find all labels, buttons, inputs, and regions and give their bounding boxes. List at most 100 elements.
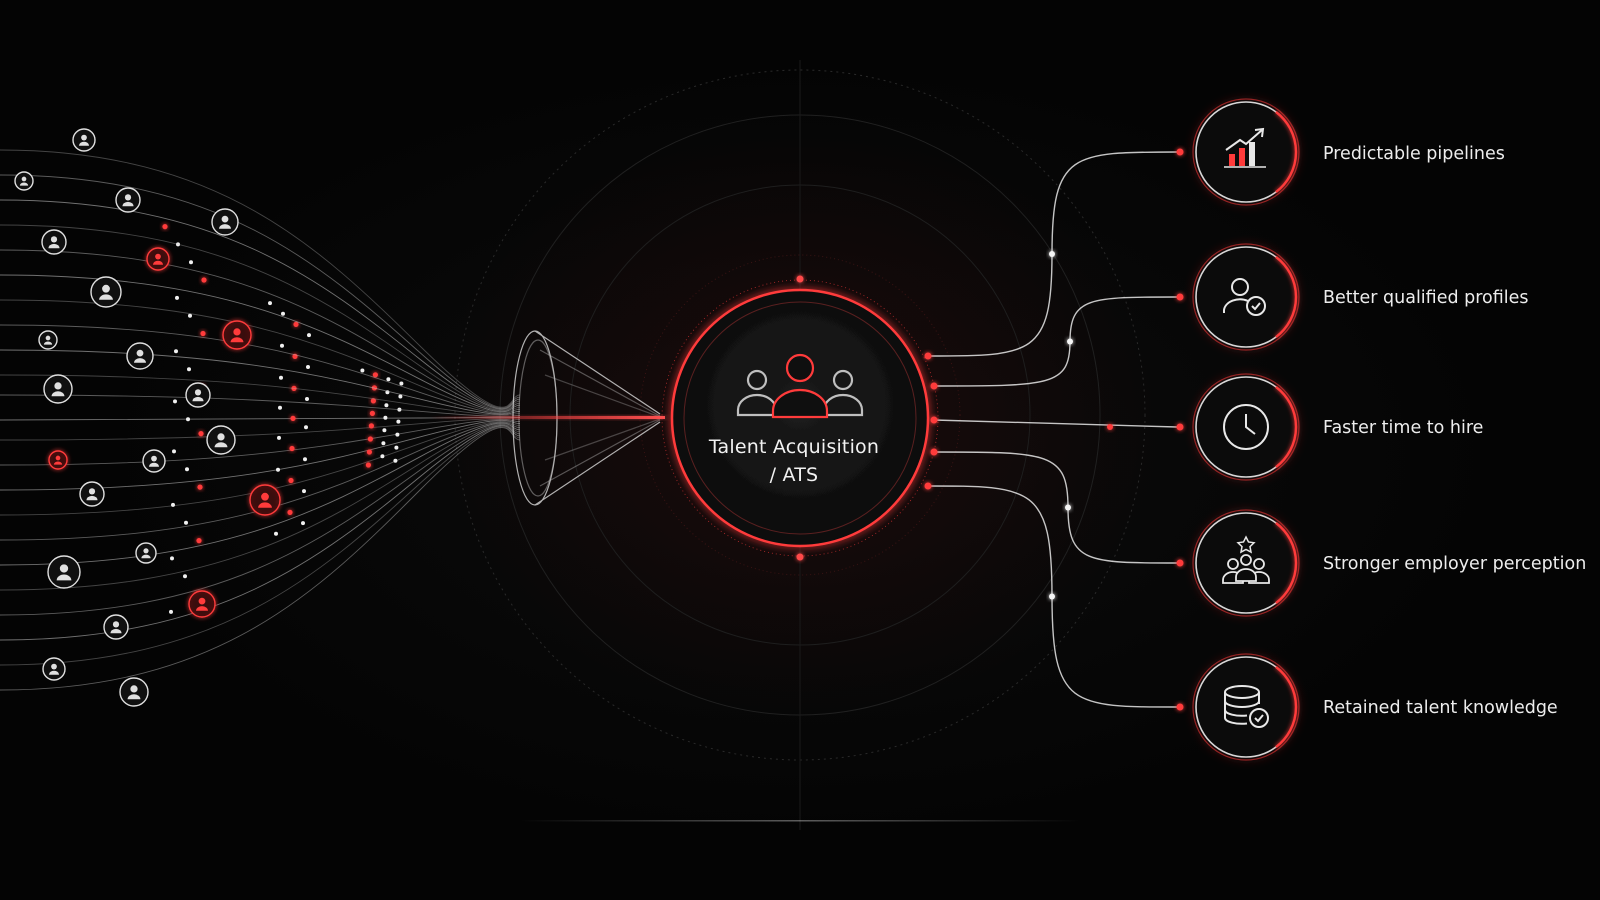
- connector-dot: [1176, 559, 1184, 567]
- flow-line: [0, 425, 521, 641]
- output-connector-line: [933, 296, 1178, 387]
- flow-particle: [365, 462, 371, 468]
- candidate-avatar-icon: [38, 330, 58, 350]
- hub-title-line1: Talent Acquisition: [708, 436, 880, 458]
- candidate-avatar-icon: [126, 342, 154, 370]
- flow-particle: [305, 397, 309, 401]
- team-star-icon: [1222, 535, 1270, 584]
- flow-particle: [268, 301, 272, 306]
- flow-particle: [183, 574, 187, 579]
- connector-dot: [1049, 593, 1055, 600]
- flow-particle: [396, 419, 401, 424]
- flow-line: [0, 427, 521, 691]
- benefit-node: [1192, 509, 1300, 617]
- flow-particle: [175, 295, 179, 300]
- input-beam: [430, 416, 665, 419]
- flow-particle: [369, 410, 375, 416]
- flow-particle: [276, 467, 280, 472]
- flow-particle: [196, 538, 202, 544]
- flow-particle: [287, 509, 293, 515]
- flow-particle: [186, 417, 190, 422]
- benefit-label-better-qualified-profiles: Better qualified profiles: [1323, 288, 1529, 308]
- connector-dot: [930, 416, 938, 424]
- flow-particle: [170, 556, 174, 561]
- database-check-icon: [1224, 685, 1269, 728]
- people-group-icon: [736, 353, 864, 419]
- candidate-avatar-icon: [211, 208, 239, 236]
- connector-dot: [1067, 338, 1073, 345]
- connector-dot: [930, 448, 938, 456]
- connector-dot: [1176, 148, 1184, 156]
- flow-line: [0, 199, 521, 410]
- flow-particle: [188, 313, 192, 318]
- candidate-avatar-icon: [142, 449, 166, 473]
- flow-particle: [380, 454, 385, 459]
- output-connectors: [924, 148, 1184, 711]
- candidate-avatar-icon: [41, 229, 67, 255]
- hub-title: Talent Acquisition / ATS: [660, 433, 928, 489]
- output-connector-line: [933, 451, 1178, 564]
- flow-particle: [288, 477, 294, 484]
- flow-line: [0, 423, 521, 591]
- candidate-avatar-icon: [188, 590, 216, 618]
- connector-dot: [930, 382, 938, 390]
- flow-particle: [279, 375, 283, 380]
- flow-particle: [301, 521, 305, 526]
- candidate-avatar-icon: [249, 484, 281, 516]
- flow-line: [0, 426, 521, 666]
- output-connector-line: [933, 419, 1178, 428]
- candidate-avatar-icon: [146, 247, 170, 271]
- flow-particle: [397, 407, 402, 412]
- user-check-icon: [1223, 278, 1266, 316]
- flow-line: [0, 149, 521, 408]
- flow-line: [0, 421, 521, 541]
- flow-line: [0, 418, 521, 466]
- flow-particle: [185, 467, 189, 472]
- benefit-label-faster-time-to-hire: Faster time to hire: [1323, 418, 1484, 438]
- benefit-label-retained-talent-knowledge: Retained talent knowledge: [1323, 698, 1558, 718]
- flow-line: [0, 249, 521, 412]
- flow-particle: [372, 372, 378, 378]
- flow-particle: [399, 381, 404, 386]
- flow-line: [0, 174, 521, 409]
- flow-particle: [302, 489, 306, 494]
- candidate-avatar-icon: [115, 187, 141, 213]
- flow-line: [0, 418, 521, 441]
- flow-particle: [383, 415, 388, 420]
- candidate-avatar-icon: [135, 542, 157, 564]
- connector-dot: [1049, 251, 1055, 257]
- flow-particle: [306, 365, 310, 369]
- flow-particle: [174, 349, 178, 354]
- candidate-avatar-icon: [72, 128, 96, 152]
- flow-particle: [172, 449, 176, 454]
- candidate-avatar-icon: [103, 614, 129, 640]
- connector-dot: [924, 352, 932, 360]
- candidate-avatar-icon: [42, 657, 66, 681]
- candidate-avatar-icon: [90, 276, 122, 308]
- flow-particle: [381, 441, 386, 446]
- candidate-avatar-icon: [47, 555, 81, 589]
- candidate-avatar-icon: [206, 425, 236, 455]
- benefit-node: [1192, 653, 1300, 761]
- flow-particle: [274, 531, 278, 536]
- candidate-avatar-icon: [185, 382, 211, 408]
- flow-particle: [386, 377, 391, 382]
- flow-particle: [368, 423, 374, 429]
- flow-particle: [169, 609, 173, 614]
- benefit-label-predictable-pipelines: Predictable pipelines: [1323, 144, 1505, 164]
- flow-particle: [184, 520, 188, 525]
- flow-particle: [289, 445, 295, 452]
- flow-particle: [198, 431, 204, 437]
- benefit-node: [1192, 243, 1300, 351]
- candidate-avatar-icon: [43, 374, 73, 404]
- flow-particle: [384, 403, 389, 408]
- hub-node: [661, 275, 939, 561]
- flow-line: [0, 424, 521, 616]
- flow-particle: [393, 458, 398, 463]
- flow-particle: [382, 428, 387, 433]
- flow-particle: [307, 333, 311, 338]
- connector-dot: [1176, 703, 1184, 711]
- connector-dot: [1176, 423, 1184, 431]
